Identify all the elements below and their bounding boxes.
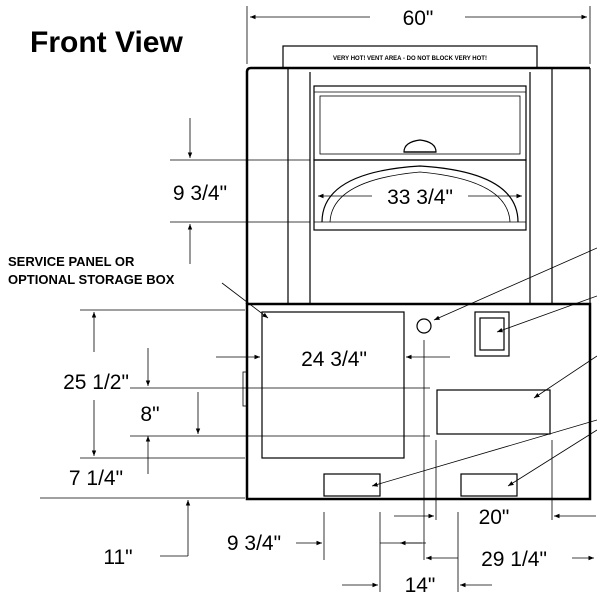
dim-overall-width: 60" [403,7,434,30]
dim-panel-gap: 8" [140,403,159,426]
dim-foot-height: 11" [103,546,132,569]
callout-service-panel-line2: OPTIONAL STORAGE BOX [8,272,175,287]
door-handle [403,139,437,153]
dim-center-offset: 14" [405,574,436,597]
page-title: Front View [30,26,183,59]
dim-panel-width: 24 3/4" [301,348,367,371]
dim-opening-width: 33 3/4" [387,186,453,209]
dim-opening-height: 9 3/4" [173,182,227,205]
dim-right-span: 29 1/4" [481,548,547,571]
oven-outline: VERY HOT! VENT AREA - DO NOT BLOCK VERY … [242,45,592,501]
service-panel [261,311,405,459]
dim-base-height: 25 1/2" [63,371,129,394]
dim-lower-height: 7 1/4" [69,467,123,490]
control-panel [436,389,551,435]
base-cabinet [245,302,592,501]
foot-plate-right [460,473,518,497]
oven-window [313,85,527,161]
power-button-icon[interactable] [416,318,432,334]
callout-leaders [221,247,597,487]
oven-opening [313,159,527,231]
callout-service-panel-line1: SERVICE PANEL OR [8,254,135,269]
upper-body-left [245,66,590,304]
foot-plate-left [323,473,381,497]
dimension-lines [40,6,596,592]
dim-left-offset: 9 3/4" [227,532,281,555]
control-box [474,311,510,357]
dim-right-offset: 20" [479,506,510,529]
vent-warning-label: VERY HOT! VENT AREA - DO NOT BLOCK VERY … [333,56,487,62]
